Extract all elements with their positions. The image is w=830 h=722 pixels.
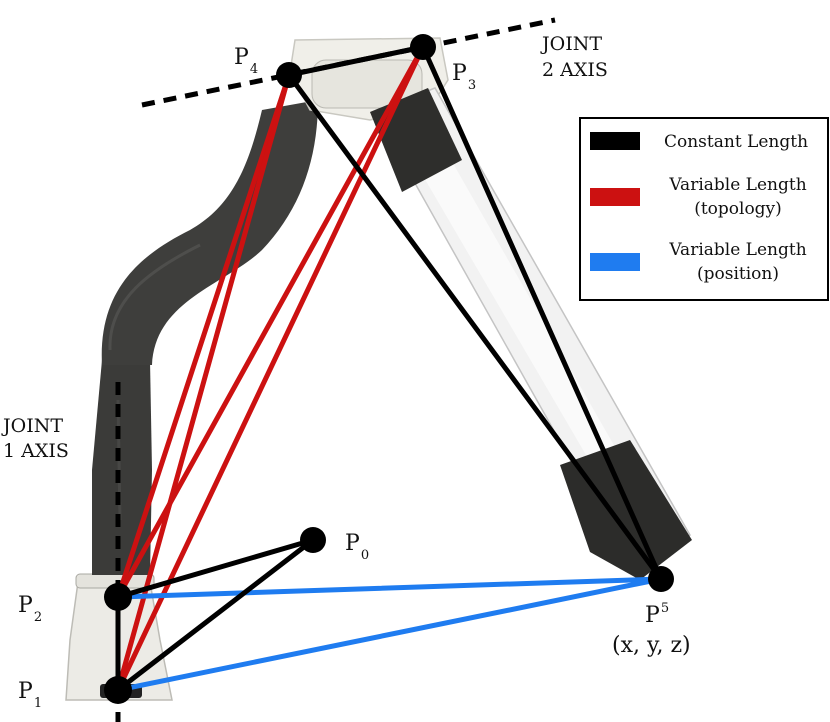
point-p5: [648, 566, 674, 592]
joint1-axis-label: JOINT: [1, 415, 63, 437]
constant-link-p4-p5: [286, 72, 664, 582]
arm-lower-collar: [560, 440, 692, 580]
label-p1: P1: [18, 679, 42, 711]
joint2-axis-label-line2: 2 AXIS: [542, 59, 608, 81]
label-p0: P0: [345, 531, 369, 563]
variable-length-position-links: [115, 576, 664, 693]
label-p4: P4: [234, 45, 258, 77]
position-link-p2-p5: [115, 576, 664, 600]
joint2-axis-label: JOINT: [540, 33, 602, 55]
point-p0: [300, 527, 326, 553]
point-p3: [410, 34, 436, 60]
constant-link-p2-p0: [115, 537, 316, 600]
legend: Constant Length Variable Length (topolog…: [579, 117, 829, 301]
point-p4: [276, 62, 302, 88]
arm-soft-link-lower: [92, 360, 152, 575]
position-link-p1-p5: [115, 576, 664, 693]
joint1-axis-label-line2: 1 AXIS: [3, 440, 69, 462]
label-p3: P3: [452, 61, 476, 93]
constant-link-p4-p3: [286, 44, 426, 78]
constant-link-p1-p0: [115, 537, 316, 693]
constant-length-links: [115, 44, 664, 693]
label-p5-coords: (x, y, z): [612, 633, 691, 658]
constant-link-p3-p5: [420, 44, 664, 582]
arm-soft-link-upper: [101, 100, 318, 365]
legend-label-position: Variable Length: [668, 240, 806, 260]
legend-swatch-position: [590, 253, 640, 271]
topology-link-p2-p4: [115, 72, 292, 600]
label-p2: P2: [18, 593, 42, 625]
legend-swatch-constant: [590, 132, 640, 150]
legend-label-constant: Constant Length: [664, 132, 808, 152]
point-p1: [104, 676, 132, 704]
legend-swatch-topology: [590, 188, 640, 206]
label-p5: P5: [645, 601, 669, 628]
legend-label-topology-sub: (topology): [694, 199, 782, 219]
point-p2: [104, 583, 132, 611]
legend-label-position-sub: (position): [697, 264, 779, 284]
legend-label-topology: Variable Length: [668, 175, 806, 195]
